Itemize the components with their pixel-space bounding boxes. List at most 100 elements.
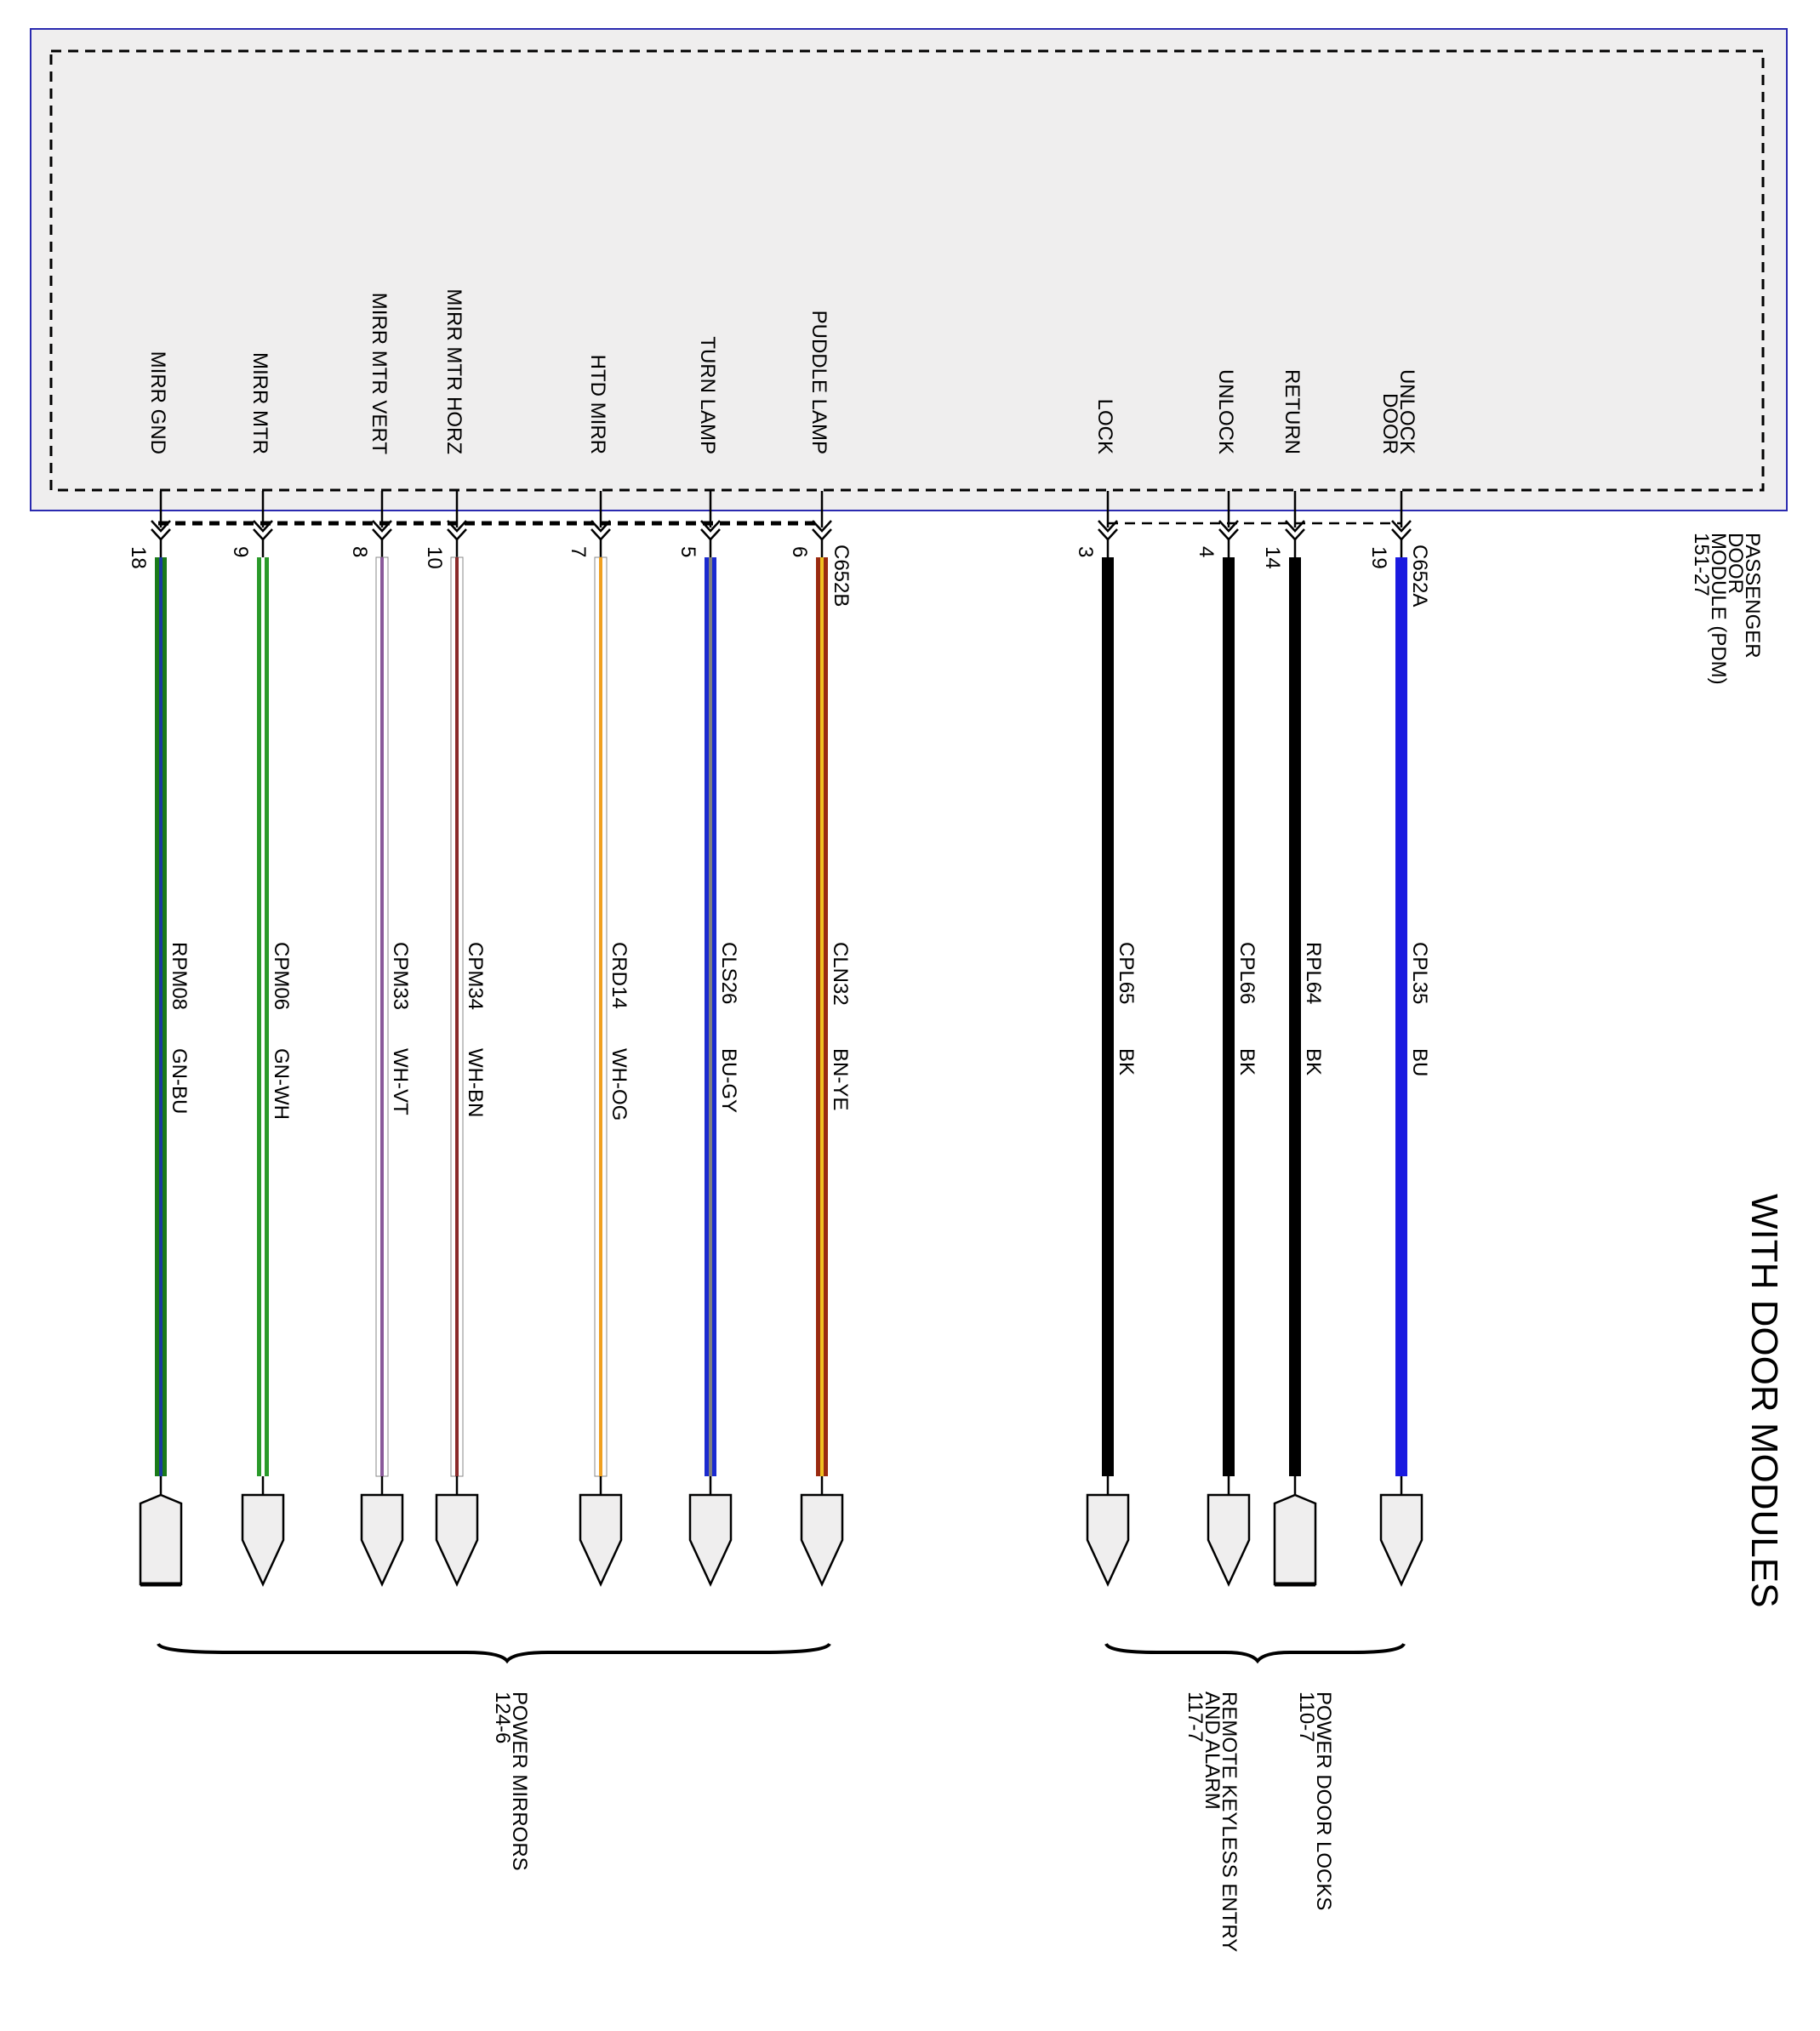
brace-door-locks xyxy=(1104,1642,1406,1664)
terminal-icon xyxy=(1207,1493,1251,1587)
pin-function-label: LOCK xyxy=(1093,399,1116,454)
terminal-icon xyxy=(688,1493,733,1587)
connector-chevron-icon xyxy=(1098,520,1118,533)
pin-function-label: UNLOCK xyxy=(1214,369,1237,454)
wire-color-code: BK xyxy=(1235,1048,1258,1075)
circuit-id: RPL64 xyxy=(1302,942,1325,1004)
wire-color-code: BK xyxy=(1302,1048,1325,1075)
circuit-id: CPL65 xyxy=(1115,942,1138,1004)
destination-ref: 117-7 xyxy=(1184,1692,1207,1743)
pin-number: 7 xyxy=(567,546,590,557)
pin-number: 5 xyxy=(676,546,699,557)
connector-chevron-icon xyxy=(1218,520,1239,533)
circuit-id: CPM33 xyxy=(389,942,412,1010)
connector-chevron-icon xyxy=(1391,520,1412,533)
pin-function-label: MIRR MTR xyxy=(248,352,271,454)
terminal-icon xyxy=(1273,1493,1317,1586)
wire-color-code: BK xyxy=(1115,1048,1138,1075)
terminal-icon xyxy=(1379,1493,1423,1587)
terminal-icon xyxy=(360,1493,404,1587)
connector-label-c652b: C652B xyxy=(830,545,853,607)
connector-label-c652a: C652A xyxy=(1408,545,1431,607)
wire-color-code: WH-VT xyxy=(389,1048,412,1115)
pin-number: 3 xyxy=(1074,546,1097,557)
module-inner-dashed-box xyxy=(49,49,1765,492)
wire-color-code: BU-GY xyxy=(717,1048,740,1113)
destination-power-door-locks: POWER DOOR LOCKS 110-7 xyxy=(1295,1692,1335,1910)
diagram-title: WITH DOOR MODULES xyxy=(1743,1194,1785,1607)
wire-color-code: WH-OG xyxy=(608,1048,630,1121)
wire-stripe xyxy=(159,557,163,1476)
wire-stripe xyxy=(820,557,824,1476)
wire-stripe xyxy=(380,557,384,1476)
wire-stripe xyxy=(261,557,265,1476)
connector-chevron-icon xyxy=(151,520,171,533)
circuit-id: CPL66 xyxy=(1235,942,1258,1004)
module-name-line-1: PASSENGER xyxy=(1741,533,1764,659)
destination-line: REMOTE KEYLESS ENTRY xyxy=(1218,1692,1241,1952)
destination-ref: 124-6 xyxy=(491,1692,514,1743)
wire-CPL35 xyxy=(1395,557,1407,1476)
connector-chevron-icon xyxy=(700,520,721,533)
wire-color-code: WH-BN xyxy=(464,1048,487,1117)
pin-function-label: TURN LAMP xyxy=(696,336,719,454)
circuit-id: CRD14 xyxy=(608,942,630,1009)
connector-chevron-icon xyxy=(372,520,392,533)
circuit-id: CPM06 xyxy=(270,942,293,1010)
connector-chevron-icon xyxy=(447,520,467,533)
destination-line: AND ALARM xyxy=(1201,1692,1224,1810)
module-outer-box xyxy=(30,28,1788,511)
pin-number: 9 xyxy=(229,546,252,557)
module-name-line-3: MODULE (PDM) xyxy=(1707,533,1730,685)
terminal-icon xyxy=(139,1493,183,1586)
pin-function-label: PUDDLE LAMP xyxy=(807,311,830,454)
wire-color-code: BU xyxy=(1408,1048,1431,1076)
connector-chevron-icon xyxy=(253,520,273,533)
pin-number: 19 xyxy=(1367,546,1390,569)
pin-number: 6 xyxy=(788,546,811,557)
pin-number: 4 xyxy=(1195,546,1218,557)
destination-remote-keyless-entry: REMOTE KEYLESS ENTRY AND ALARM 117-7 xyxy=(1184,1692,1241,1952)
wire-stripe xyxy=(455,557,459,1476)
wire-color-code: BN-YE xyxy=(829,1048,852,1110)
pin-function-label: MIRR MTR VERT xyxy=(368,293,391,455)
pin-number: 8 xyxy=(348,546,371,557)
wire-CPL65 xyxy=(1102,557,1114,1476)
destination-power-mirrors: POWER MIRRORS 124-6 xyxy=(491,1692,531,1871)
wire-CPL66 xyxy=(1223,557,1235,1476)
pin-function-label: UNLOCK xyxy=(1395,369,1418,454)
terminal-icon xyxy=(1086,1493,1130,1587)
pin-function-label: MIRR GND xyxy=(146,351,169,454)
wire-color-code: GN-BU xyxy=(168,1048,191,1114)
terminal-icon xyxy=(579,1493,623,1587)
module-ref: 151-27 xyxy=(1690,533,1713,596)
pin-number: 14 xyxy=(1261,546,1284,569)
terminal-icon xyxy=(241,1493,285,1587)
wire-stripe xyxy=(599,557,602,1476)
circuit-id: CLN32 xyxy=(829,942,852,1006)
terminal-icon xyxy=(435,1493,479,1587)
module-name-line-2: DOOR xyxy=(1724,533,1747,594)
destination-ref: 110-7 xyxy=(1295,1692,1318,1743)
terminal-icon xyxy=(800,1493,844,1587)
pin-function-label: MIRR MTR HORZ xyxy=(442,288,465,454)
pin-function-label: HTD MIRR xyxy=(586,355,609,454)
pin-number: 18 xyxy=(127,546,150,569)
destination-line: POWER DOOR LOCKS xyxy=(1312,1692,1335,1910)
destination-line: POWER MIRRORS xyxy=(508,1692,531,1871)
pin-number: 10 xyxy=(423,546,446,569)
connector-chevron-icon xyxy=(812,520,832,533)
wire-stripe xyxy=(709,557,712,1476)
